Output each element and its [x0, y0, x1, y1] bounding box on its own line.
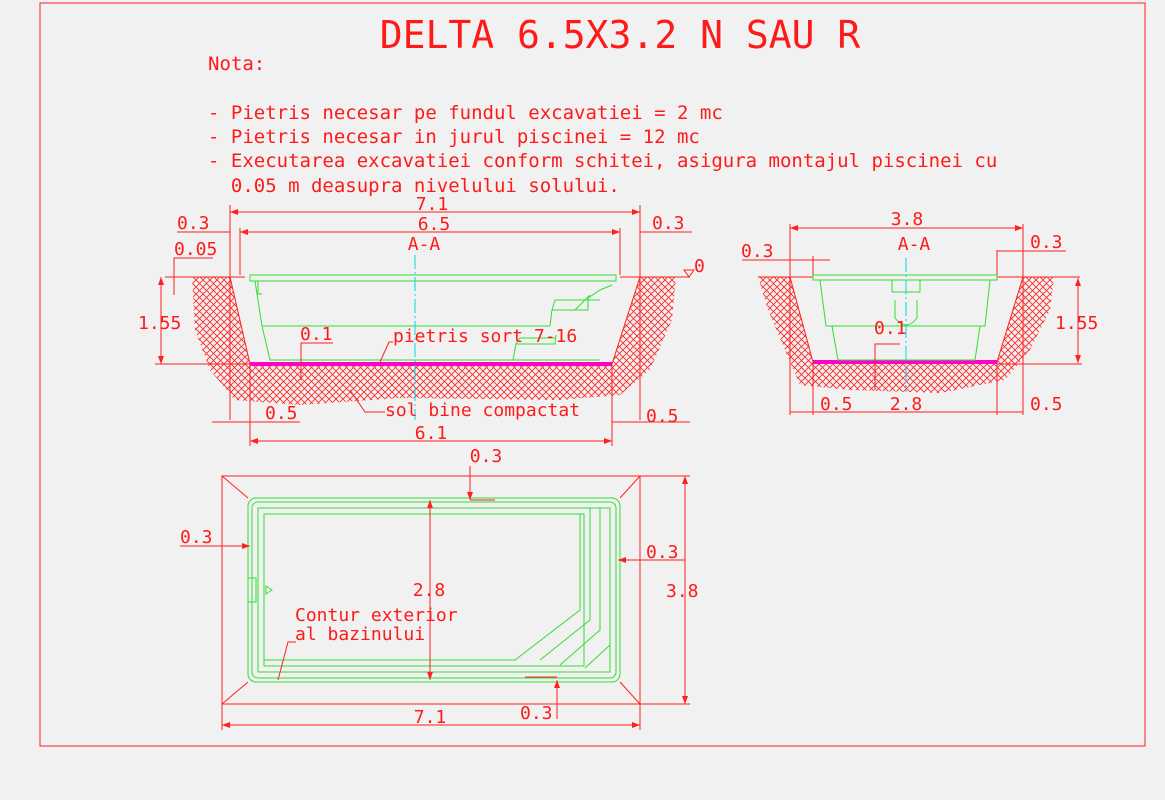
note-line: - Pietris necesar in jurul piscinei = 12… [208, 126, 700, 148]
cross-section: A-A 3.8 0.3 0.3 1.55 0.1 0.5 2.8 0.5 [741, 209, 1098, 415]
note-line: - Executarea excavatiei conform schitei,… [208, 150, 997, 172]
drawing-title: DELTA 6.5X3.2 N SAU R [380, 13, 861, 57]
dim-bottom: 0.3 [520, 703, 553, 724]
dim-height: 3.8 [666, 581, 699, 602]
long-section: 0 A-A 7.1 6.5 0.3 0.3 0.05 1.55 0.1 piet… [138, 194, 705, 446]
plan-callout-line2: al bazinului [295, 624, 425, 645]
dim-right-margin: 0.3 [1030, 232, 1063, 253]
dim-gravel: 0.1 [300, 324, 333, 345]
dim-right-bottom: 0.5 [646, 406, 679, 427]
dim-width-inner: 2.8 [413, 580, 446, 601]
level-label: 0 [694, 256, 705, 277]
note-line: - Pietris necesar pe fundul excavatiei =… [208, 102, 723, 124]
dim-total: 7.1 [416, 194, 449, 215]
section-label: A-A [898, 234, 931, 255]
pool-outline-long [249, 274, 617, 361]
dim-left-bottom: 0.5 [265, 403, 298, 424]
dim-left: 0.3 [180, 527, 213, 548]
gravel-callout: pietris sort 7-16 [393, 326, 577, 347]
dim-total: 3.8 [891, 209, 924, 230]
dim-left-bottom: 0.5 [820, 394, 853, 415]
dim-left-margin: 0.3 [741, 241, 774, 262]
notes: Nota: - Pietris necesar pe fundul excava… [208, 53, 997, 197]
dim-right-margin: 0.3 [652, 213, 685, 234]
dim-bottom: 6.1 [415, 423, 448, 444]
level-marker-icon [683, 269, 695, 278]
plan-callout-line1: Contur exterior [295, 605, 458, 626]
plan-view: 0.3 0.3 0.3 2.8 3.8 7.1 0.3 Contur exter… [180, 446, 699, 730]
dim-rim: 0.05 [174, 239, 217, 260]
dim-gravel: 0.1 [874, 318, 907, 339]
notes-heading: Nota: [208, 53, 265, 75]
dim-right: 0.3 [646, 542, 679, 563]
soil-callout: sol bine compactat [385, 400, 580, 421]
dim-bottom: 2.8 [890, 394, 923, 415]
dim-length: 7.1 [414, 707, 447, 728]
dim-left-margin: 0.3 [177, 213, 210, 234]
drawing-border [39, 2, 1146, 747]
dim-top: 0.3 [470, 446, 503, 467]
note-line: 0.05 m deasupra nivelului solului. [208, 175, 620, 197]
soil-hatch [192, 277, 676, 405]
dim-pool: 6.5 [418, 214, 451, 235]
dim-right-bottom: 0.5 [1030, 394, 1063, 415]
section-label: A-A [408, 234, 441, 255]
pool-outline-plan [247, 497, 621, 683]
dim-depth: 1.55 [138, 313, 181, 334]
dim-depth: 1.55 [1055, 313, 1098, 334]
